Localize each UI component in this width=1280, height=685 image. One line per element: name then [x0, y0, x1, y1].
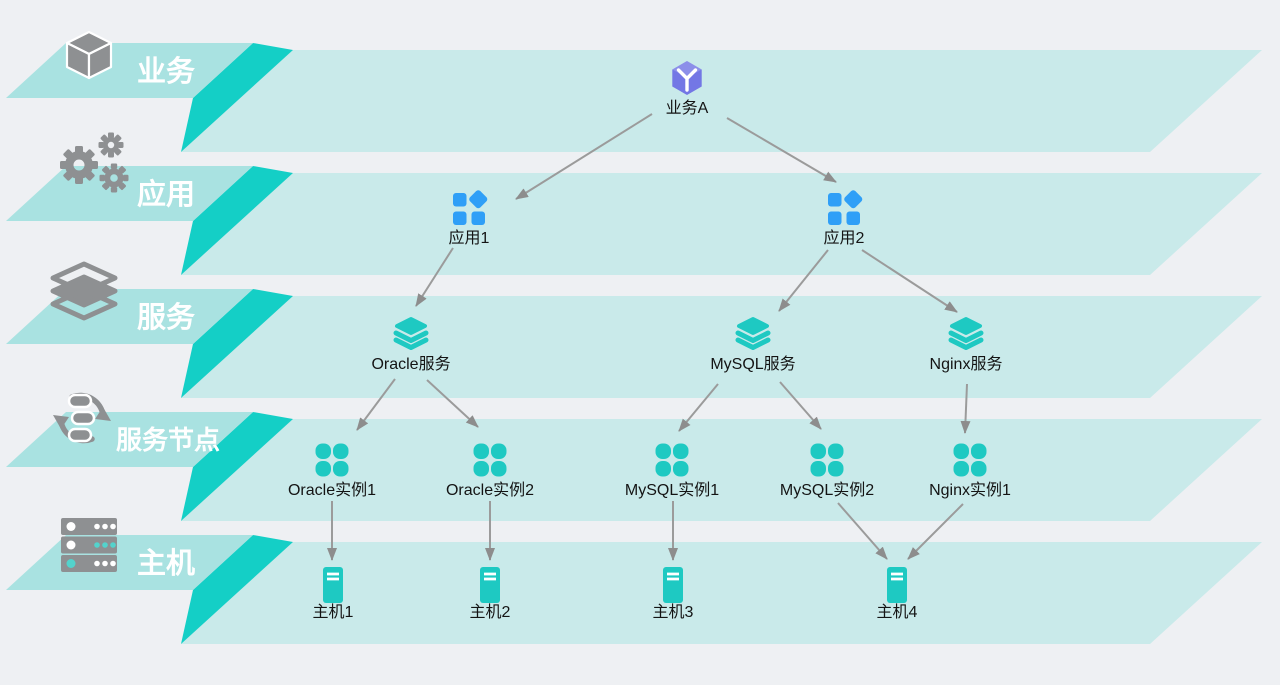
layer-service-node: 服务节点 — [6, 395, 1262, 521]
edge-bizA-app2 — [726, 117, 837, 183]
layer-label-business: 业务 — [137, 55, 195, 88]
node-label-mysql-service: MySQL服务 — [710, 355, 795, 373]
node-host1: 主机1 — [313, 565, 354, 621]
business-fold — [181, 43, 293, 152]
edge-oracle-svc-inst1 — [356, 378, 396, 431]
service-node-tab — [6, 412, 253, 467]
server-rack-icon — [61, 518, 117, 572]
node-label-oracle-instance2: Oracle实例2 — [446, 481, 534, 499]
edge-app2-nginx-svc — [861, 249, 958, 313]
host-fold — [181, 535, 293, 644]
node-business-a: 业务A — [666, 59, 709, 117]
layer-service: 服务 — [6, 264, 1262, 398]
service-fold — [181, 289, 293, 398]
edge-app2-mysql-svc — [778, 249, 829, 312]
node-mysql-instance2: MySQL实例2 — [780, 443, 874, 499]
edge-bizA-app1 — [515, 113, 653, 200]
cube-icon — [65, 30, 113, 80]
service-tab — [6, 289, 253, 344]
node-host4: 主机4 — [877, 565, 918, 621]
layer-label-service-node: 服务节点 — [116, 425, 220, 455]
node-label-oracle-instance1: Oracle实例1 — [288, 481, 376, 499]
node-label-host1: 主机1 — [313, 603, 354, 621]
node-mysql-service: MySQL服务 — [710, 319, 796, 373]
edge-oracle-svc-inst2 — [426, 379, 479, 428]
node-mysql-instance1: MySQL实例1 — [625, 443, 719, 499]
layer-application: 应用 — [6, 132, 1262, 275]
layer-label-host: 主机 — [137, 547, 195, 580]
edge-mysql-inst2-host4 — [837, 502, 888, 560]
node-app1: 应用1 — [449, 188, 490, 247]
edge-mysql-svc-inst1 — [678, 383, 719, 432]
business-band — [181, 50, 1262, 152]
layer-label-service: 服务 — [137, 301, 195, 334]
edge-nginx-svc-inst1 — [960, 383, 971, 434]
service-band — [181, 296, 1262, 398]
node-label-business-a: 业务A — [666, 99, 709, 117]
edge-nginx-inst1-host4 — [907, 503, 964, 560]
node-host3: 主机3 — [653, 565, 694, 621]
node-host2: 主机2 — [470, 565, 511, 621]
layer-label-application: 应用 — [137, 177, 195, 211]
node-nginx-instance1: Nginx实例1 — [929, 443, 1011, 499]
edge-app1-oracle-svc — [415, 247, 454, 307]
host-band — [181, 542, 1262, 644]
node-oracle-instance1: Oracle实例1 — [288, 443, 376, 499]
application-fold — [181, 166, 293, 275]
node-nginx-service: Nginx服务 — [930, 319, 1003, 373]
node-label-app2: 应用2 — [824, 228, 865, 247]
tower-server-icon — [661, 565, 685, 605]
layer-business: 业务 — [6, 30, 1262, 152]
node-label-mysql-instance1: MySQL实例1 — [625, 481, 719, 499]
node-oracle-service: Oracle服务 — [371, 319, 451, 373]
layer-host: 主机 — [6, 518, 1262, 644]
node-label-nginx-service: Nginx服务 — [930, 355, 1003, 373]
node-label-oracle-service: Oracle服务 — [371, 355, 450, 373]
application-band — [181, 173, 1262, 275]
node-label-app1: 应用1 — [449, 228, 490, 247]
edges — [327, 113, 971, 561]
edge-mysql-svc-inst2 — [779, 381, 822, 430]
node-app2: 应用2 — [824, 188, 865, 247]
node-oracle-instance2: Oracle实例2 — [446, 443, 534, 499]
tower-server-icon — [321, 565, 345, 605]
node-label-nginx-instance1: Nginx实例1 — [929, 481, 1011, 499]
tower-server-icon — [885, 565, 909, 605]
service-node-fold — [181, 412, 293, 521]
node-label-mysql-instance2: MySQL实例2 — [780, 481, 874, 499]
node-label-host4: 主机4 — [877, 603, 918, 621]
node-label-host3: 主机3 — [653, 603, 694, 621]
node-label-host2: 主机2 — [470, 603, 511, 621]
tower-server-icon — [478, 565, 502, 605]
service-node-band — [181, 419, 1262, 521]
